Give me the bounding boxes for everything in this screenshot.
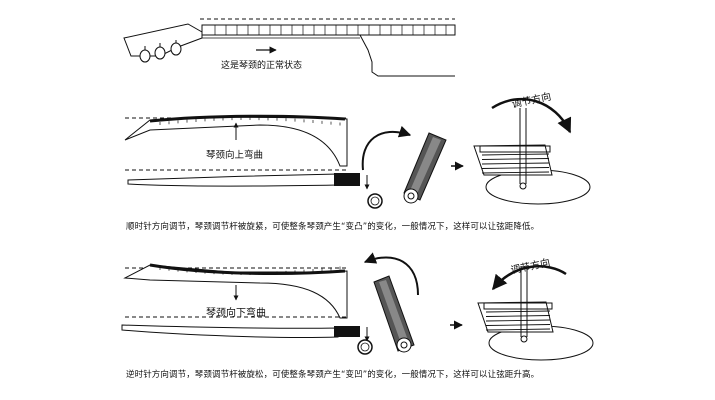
tuning-peg-icon bbox=[139, 40, 182, 63]
wrench-icon bbox=[373, 275, 415, 353]
neck-bent-down-illustration bbox=[121, 252, 594, 361]
normal-state-label: 这是琴颈的正常状态 bbox=[221, 61, 303, 71]
neck-closeup-fretboard bbox=[473, 144, 553, 176]
bend-up-label: 琴颈向上弯曲 bbox=[206, 150, 264, 161]
normal-neck-illustration bbox=[123, 18, 456, 77]
wrench-icon bbox=[403, 132, 447, 204]
neck-bent-up-illustration bbox=[124, 97, 591, 209]
neck-closeup-fretboard bbox=[477, 301, 554, 333]
caption-counterclockwise: 逆时针方向调节，琴颈调节杆被旋松，可使整条琴颈产生“变凹”的变化，一般情况下，这… bbox=[126, 370, 540, 380]
caption-clockwise: 顺时针方向调节，琴颈调节杆被旋紧，可使整条琴颈产生“变凸”的变化，一般情况下，这… bbox=[126, 222, 540, 232]
bend-down-label: 琴颈向下弯曲 bbox=[206, 308, 266, 319]
